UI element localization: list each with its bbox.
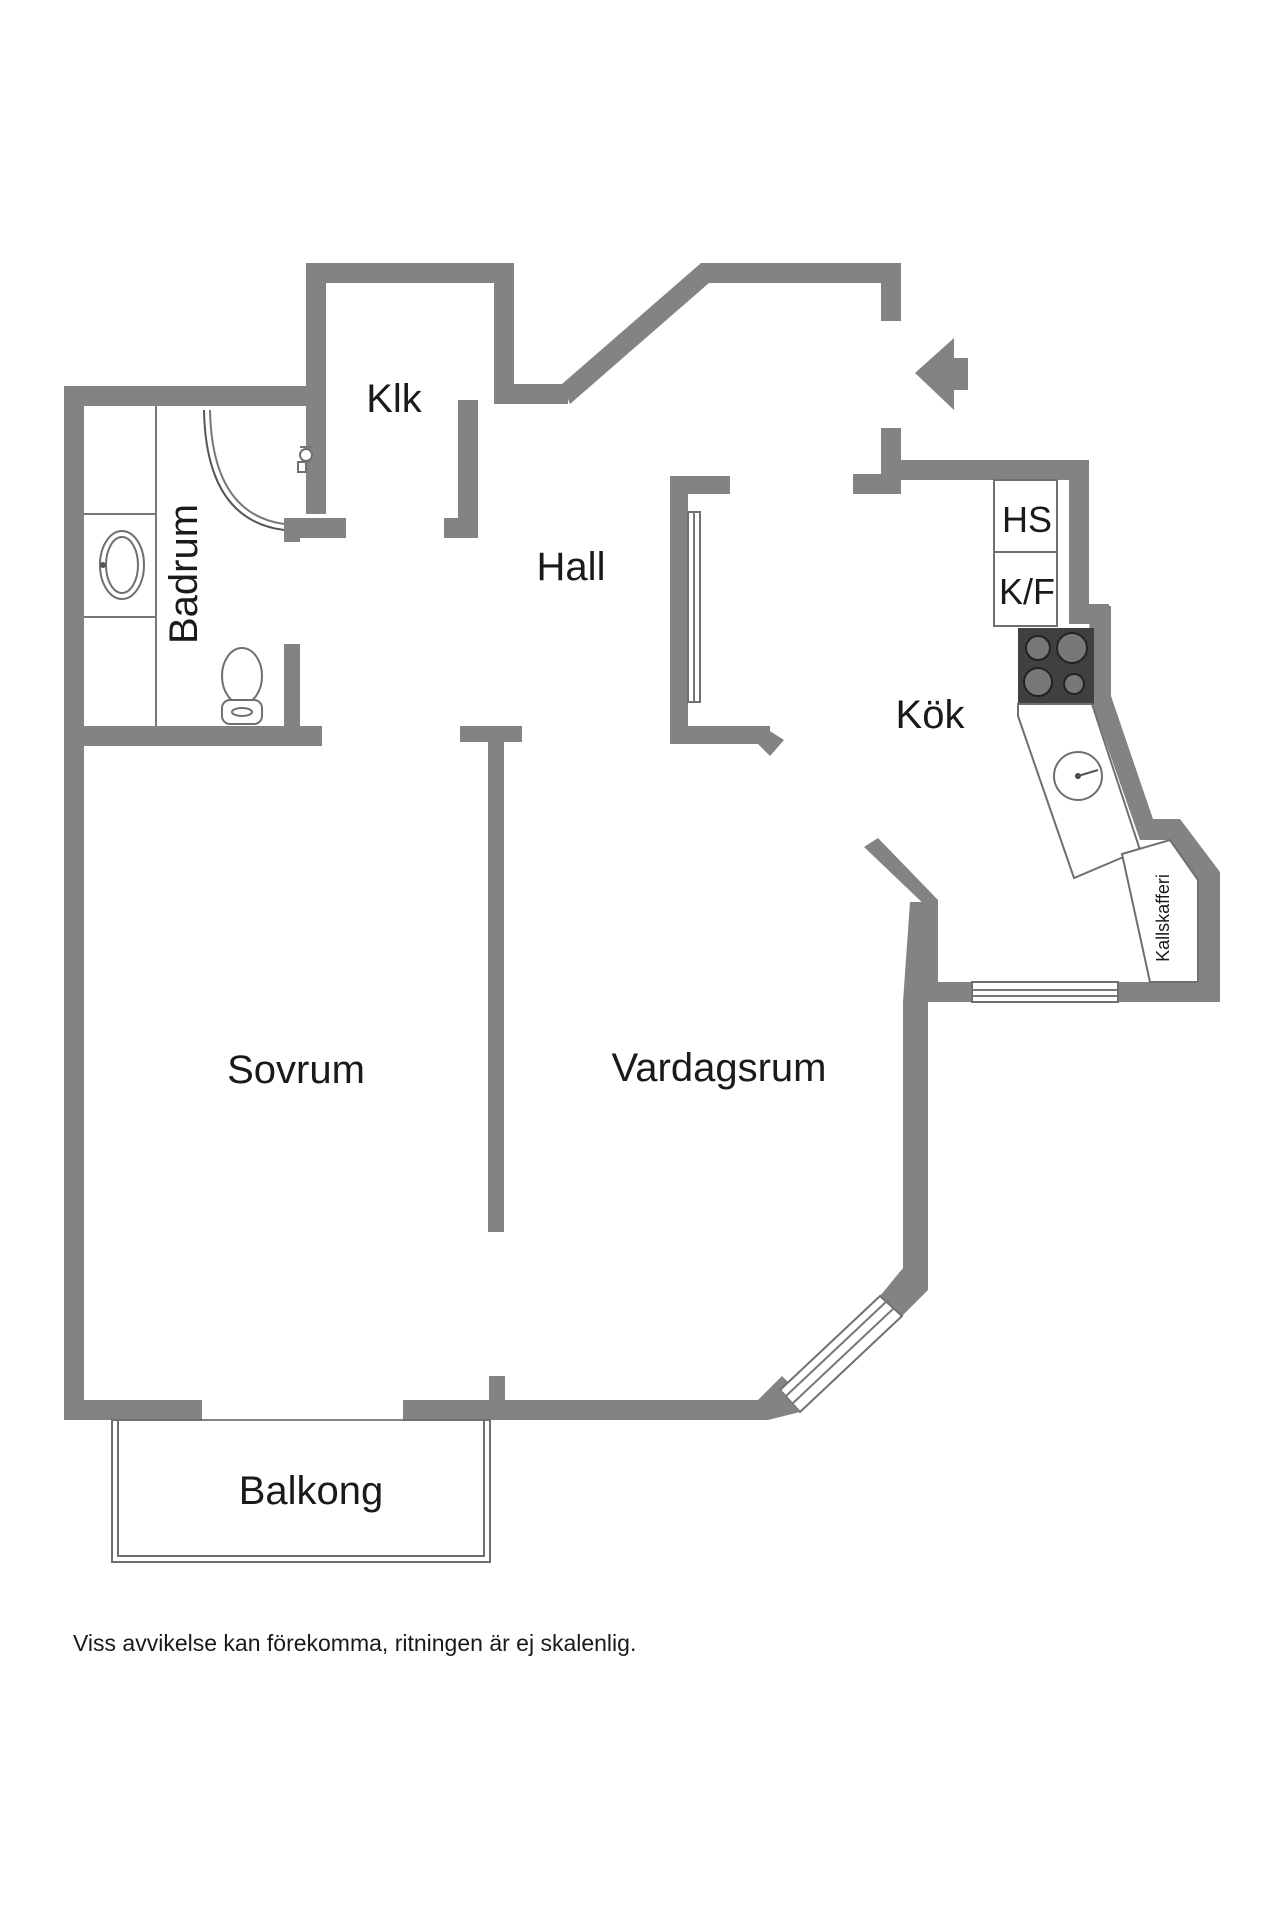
room-label-kallskafferi: Kallskafferi: [1153, 874, 1173, 962]
room-label-badrum: Badrum: [162, 504, 206, 644]
room-label-kf: K/F: [999, 571, 1055, 612]
toilet-icon: [221, 647, 263, 725]
room-label-kok: Kök: [896, 693, 966, 737]
kitchen-sink-icon: [1053, 751, 1103, 801]
room-label-vardagsrum: Vardagsrum: [612, 1046, 827, 1090]
kitchen-fixtures: [993, 479, 1199, 983]
room-label-sovrum: Sovrum: [227, 1048, 365, 1092]
room-label-klk: Klk: [366, 377, 423, 421]
room-label-hall: Hall: [537, 545, 606, 589]
room-label-balkong: Balkong: [239, 1469, 384, 1513]
bathroom-fixtures: [84, 406, 313, 726]
room-label-hs: HS: [1002, 499, 1052, 540]
stove-icon: [1018, 628, 1094, 704]
balcony: [111, 1419, 491, 1563]
arrow-left-icon: [915, 338, 968, 410]
shower-head-icon: [297, 446, 313, 473]
wardrobe-door: [687, 511, 701, 703]
bay-window: [758, 1268, 928, 1420]
disclaimer-text: Viss avvikelse kan förekomma, ritningen …: [73, 1630, 637, 1656]
balcony-door-wall: [403, 1376, 505, 1420]
outer-walls: [64, 263, 1220, 1420]
kitchen-window: [971, 981, 1119, 1003]
interior-walls: [64, 400, 938, 1232]
